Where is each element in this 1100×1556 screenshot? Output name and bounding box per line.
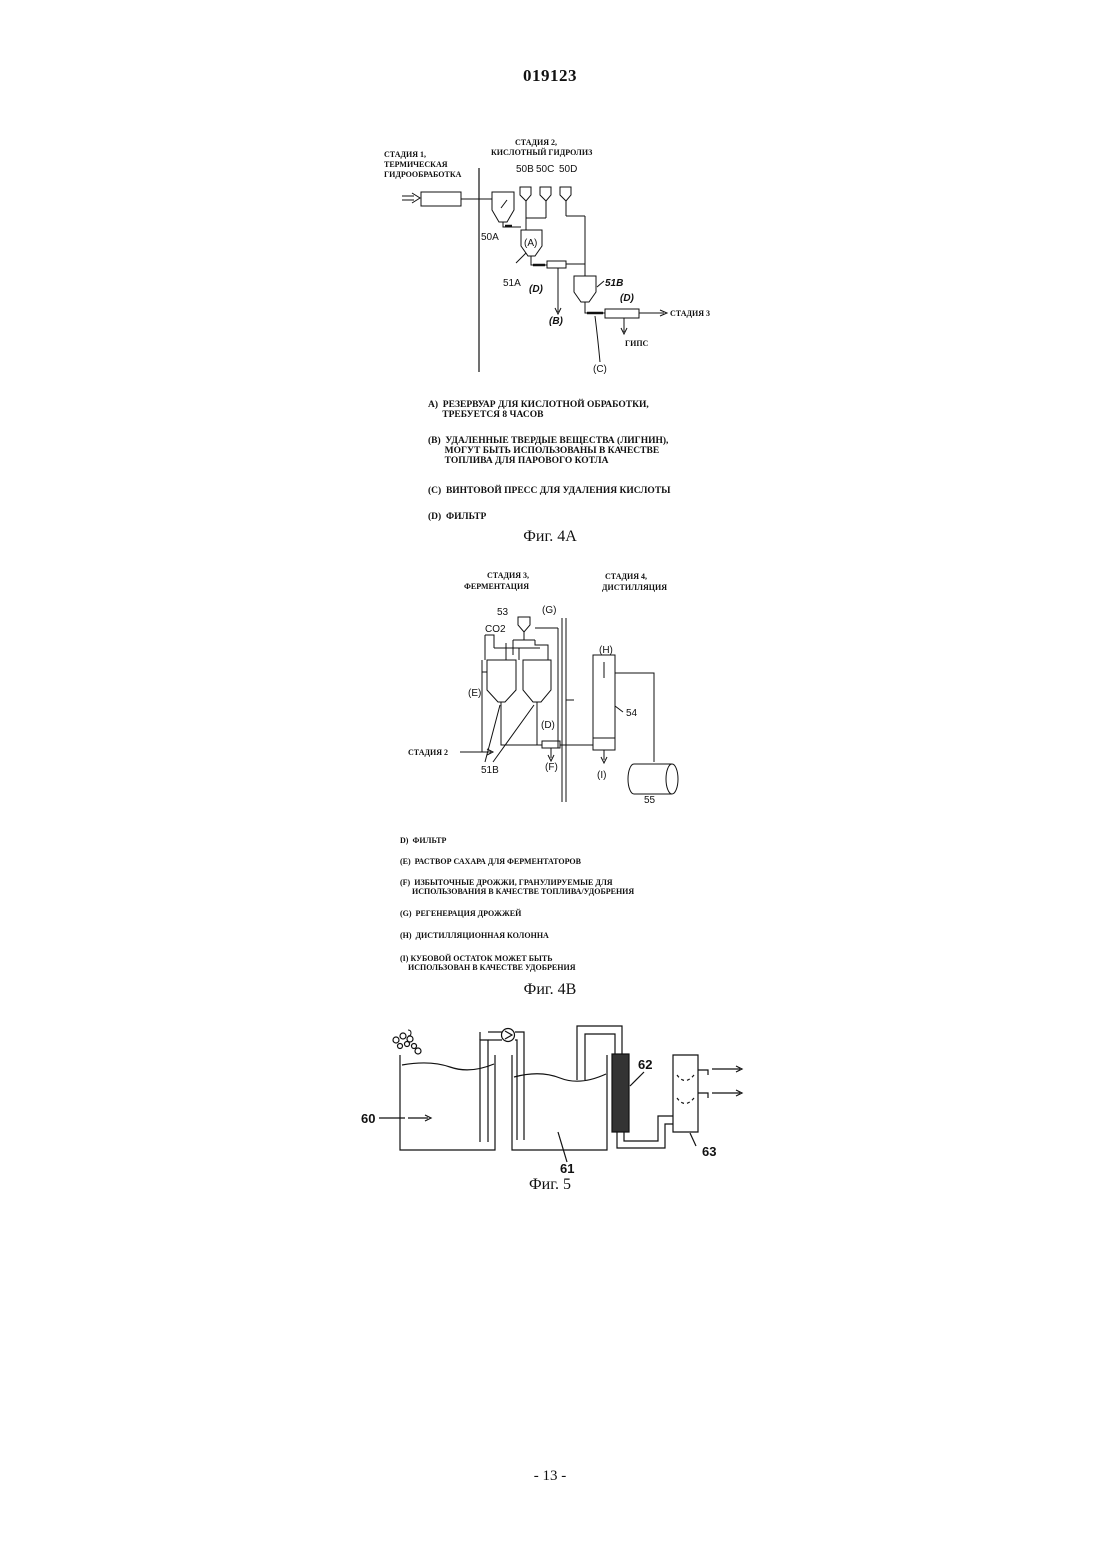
tank-60: [400, 1055, 495, 1150]
figure-5-diagram: 60 61 62 63: [0, 0, 1100, 1200]
label-61: 61: [560, 1161, 574, 1176]
pipe-60-out: [480, 1040, 488, 1142]
label-62: 62: [638, 1057, 652, 1072]
filter-column-62: [612, 1054, 629, 1132]
separator-63: [673, 1055, 698, 1132]
tank-61-liquid: [514, 1074, 606, 1081]
label-63: 63: [702, 1144, 716, 1159]
figure-5: 60 61 62 63: [0, 0, 1100, 1200]
pipe-pump-61: [515, 1032, 524, 1140]
page-number: - 13 -: [0, 1468, 1100, 1485]
figure-5-caption: Фиг. 5: [450, 1176, 650, 1194]
label-60: 60: [361, 1111, 375, 1126]
